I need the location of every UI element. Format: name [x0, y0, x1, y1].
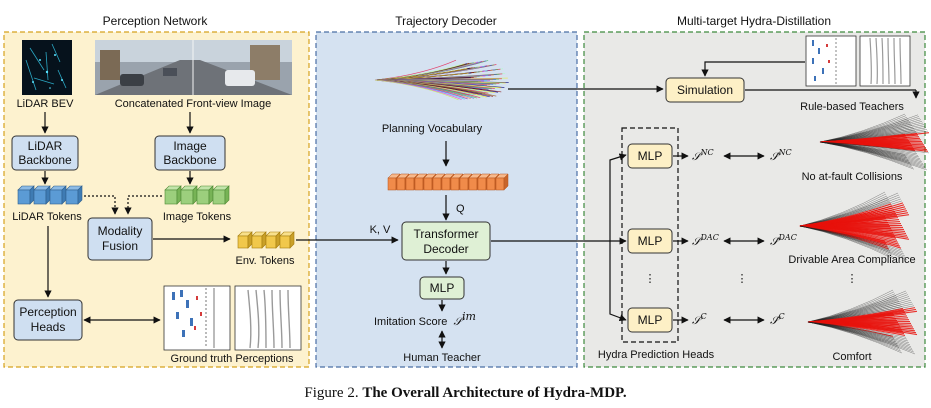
lidar-bev-image	[22, 40, 72, 95]
image-backbone-label-1: Image	[173, 139, 207, 153]
lidar-backbone-label-1: LiDAR	[28, 139, 63, 153]
front-view-label: Concatenated Front-view Image	[115, 98, 272, 110]
caption-title: The Overall Architecture of Hydra-MDP.	[362, 385, 627, 401]
simulation-box: Simulation	[665, 77, 745, 103]
figure-caption: Figure 2. The Overall Architecture of Hy…	[0, 385, 931, 402]
ground-truth-label: Ground truth Perceptions	[171, 353, 294, 365]
image-backbone-label-2: Backbone	[163, 153, 217, 167]
transformer-decoder-label-2: Decoder	[423, 242, 468, 256]
mlp-head-dac: MLP	[627, 228, 673, 254]
fans-vdots: ⋮	[847, 273, 858, 285]
lidar-backbone-box: LiDAR Backbone	[11, 135, 79, 171]
planning-vocabulary-label: Planning Vocabulary	[382, 123, 483, 135]
perception-heads-box: Perception Heads	[13, 299, 83, 341]
svg-text:MLP: MLP	[638, 313, 663, 327]
image-backbone-box: Image Backbone	[154, 135, 226, 171]
mlp-head-comfort: MLP	[627, 307, 673, 333]
nc-metric-label: No at-fault Collisions	[802, 171, 903, 183]
query-label: Q	[456, 203, 465, 215]
architecture-diagram: Perception Network Trajectory Decoder Mu…	[3, 14, 930, 368]
svg-text:MLP: MLP	[638, 149, 663, 163]
rule-teacher-lane-image	[859, 35, 911, 87]
hydra-heads-label: Hydra Prediction Heads	[598, 349, 715, 361]
kv-label: K, V	[370, 224, 391, 236]
simulation-label: Simulation	[677, 83, 733, 97]
env-tokens	[237, 231, 295, 249]
svg-text:MLP: MLP	[638, 234, 663, 248]
imitation-mlp-label: MLP	[430, 281, 455, 295]
image-tokens	[164, 185, 230, 205]
front-view-image	[95, 40, 292, 95]
hydra-heads-frame	[621, 127, 679, 343]
lidar-tokens	[17, 185, 83, 205]
transformer-decoder-box: Transformer Decoder	[401, 221, 491, 261]
modality-fusion-box: Modality Fusion	[87, 217, 153, 261]
lidar-tokens-label: LiDAR Tokens	[12, 211, 82, 223]
ground-truth-map-image	[163, 285, 231, 351]
mlp-vdots: ⋮	[645, 273, 656, 285]
transformer-decoder-label-1: Transformer	[414, 227, 479, 241]
imitation-score-label: Imitation Score 𝒮im	[374, 310, 476, 328]
scores-vdots: ⋮	[737, 273, 748, 285]
perception-heads-label-2: Heads	[31, 320, 66, 334]
human-teacher-label: Human Teacher	[403, 352, 481, 364]
comfort-metric-label: Comfort	[832, 351, 871, 363]
imitation-mlp-box: MLP	[419, 276, 465, 300]
perception-heads-label-1: Perception	[19, 305, 76, 319]
nc-fan-image	[819, 113, 930, 171]
distillation-title: Multi-target Hydra-Distillation	[677, 14, 831, 28]
query-tokens	[387, 173, 509, 191]
caption-prefix: Figure 2.	[304, 385, 359, 401]
trajectory-decoder-title: Trajectory Decoder	[395, 14, 497, 28]
lidar-backbone-label-2: Backbone	[18, 153, 72, 167]
perception-network-title: Perception Network	[103, 14, 209, 28]
planning-vocabulary-image	[374, 59, 509, 101]
mlp-head-nc: MLP	[627, 143, 673, 169]
modality-fusion-label-2: Fusion	[102, 239, 138, 253]
vocab-trajectory	[374, 79, 459, 101]
query-token	[495, 173, 509, 191]
rule-teachers-label: Rule-based Teachers	[800, 101, 904, 113]
image-tokens-label: Image Tokens	[163, 211, 232, 223]
comfort-fan-image	[807, 289, 918, 355]
ground-truth-lane-image	[234, 285, 302, 351]
dac-fan-image	[799, 191, 910, 261]
env-tokens-label: Env. Tokens	[236, 255, 295, 267]
rule-teacher-map-image	[805, 35, 857, 87]
modality-fusion-label-1: Modality	[98, 224, 143, 238]
dac-metric-label: Drivable Area Compliance	[788, 254, 915, 266]
lidar-bev-label: LiDAR BEV	[17, 98, 75, 110]
